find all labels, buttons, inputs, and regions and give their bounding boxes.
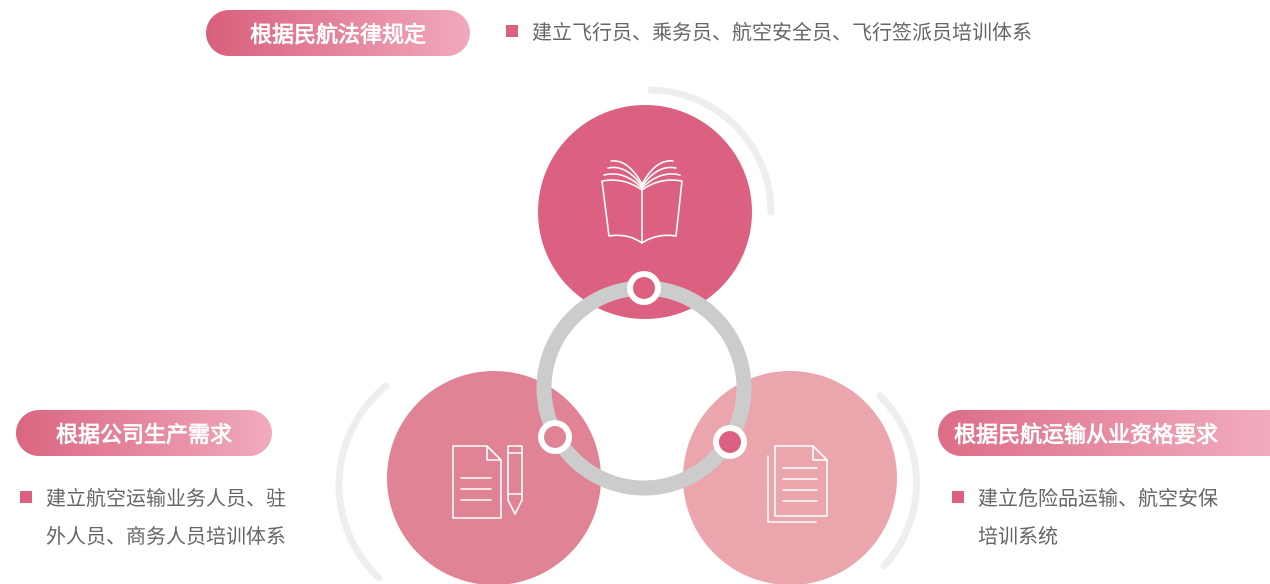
open-book-icon [601,160,683,244]
left-description: 建立航空运输业务人员、驻 外人员、商务人员培训体系 [20,479,286,555]
left-circle [387,371,601,584]
right-description-line-2: 培训系统 [978,524,1058,548]
left-title: 根据公司生产需求 [55,423,232,448]
left-decor-arc [335,382,390,582]
top-node [627,271,661,305]
documents-icon [767,445,828,523]
top-circle [538,105,752,319]
left-node [538,420,572,454]
right-decor-arc [876,392,921,570]
top-title: 根据民航法律规定 [249,23,426,48]
top-title-pill: 根据民航法律规定 [206,10,470,56]
top-description-line-1: 建立飞行员、乘务员、航空安全员、飞行签派员培训体系 [532,20,1032,44]
right-description: 建立危险品运输、航空安保 培训系统 [952,479,1218,555]
left-description-line-1: 建立航空运输业务人员、驻 [46,486,286,510]
right-node [713,425,747,459]
document-pencil-icon [452,445,523,519]
right-description-line-1: 建立危险品运输、航空安保 [978,486,1218,510]
right-title: 根据民航运输从业资格要求 [954,423,1219,448]
left-description-line-2: 外人员、商务人员培训体系 [46,524,286,548]
left-title-pill: 根据公司生产需求 [16,410,272,456]
right-bullet [952,491,964,503]
right-title-pill: 根据民航运输从业资格要求 [938,410,1270,456]
right-circle [683,371,897,584]
left-bullet [20,491,32,503]
top-decor-arc [647,86,775,216]
top-description: 建立飞行员、乘务员、航空安全员、飞行签派员培训体系 [506,13,1032,51]
top-bullet [506,25,518,37]
